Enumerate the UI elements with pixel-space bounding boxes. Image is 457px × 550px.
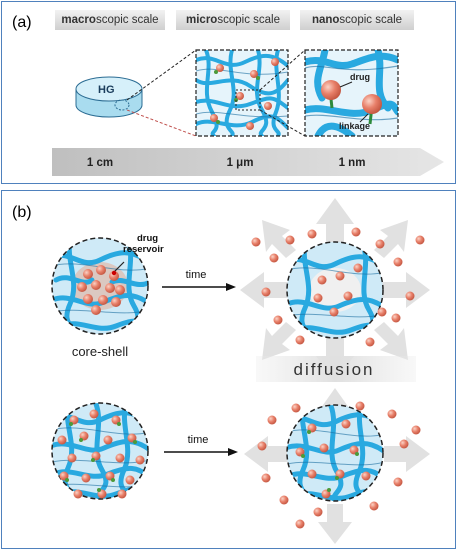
zoom-line-top [126, 49, 197, 101]
nanoscopic-scale-header: nanoscopic scale [300, 10, 414, 30]
axis-tick-1cm: 1 cm [87, 157, 113, 169]
core-shell-gel-initial [51, 237, 149, 335]
released-drug-particles-top [251, 227, 425, 347]
hydrogel-disc: HG [75, 76, 143, 118]
micro-zoom-marker [235, 89, 261, 111]
matrix-gel-released [286, 404, 384, 502]
nanoscopic-box [304, 49, 399, 137]
diffusion-label: diffusion [293, 360, 374, 379]
scale-axis-arrow [52, 148, 444, 176]
microscopic-box [195, 49, 289, 137]
time-label-top: time [186, 269, 207, 281]
macroscopic-scale-header: macroscopic scale [55, 10, 165, 30]
axis-tick-1nm: 1 nm [339, 157, 366, 169]
zoom-line-micro-top [259, 49, 306, 91]
drug-reservoir-label-line2: reservoir [123, 244, 164, 255]
axis-tick-1um: 1 μm [227, 157, 254, 169]
drug-label: drug [350, 72, 370, 82]
core-shell-label: core-shell [72, 344, 128, 359]
nano-drug-ball-2 [362, 94, 382, 114]
released-drug-particles-bottom [257, 401, 421, 529]
panel-b-letter: (b) [12, 204, 32, 221]
hg-label: HG [98, 84, 115, 96]
time-label-bottom: time [188, 434, 209, 446]
matrix-gel-initial [51, 402, 149, 500]
microscopic-network [196, 50, 288, 136]
nanoscopic-view: drug linkage [305, 50, 398, 136]
zoom-line-micro-bottom [259, 109, 306, 137]
diffusion-band [256, 356, 416, 382]
drug-reservoir-label-line1: drug [137, 233, 158, 244]
zoom-region-marker [114, 99, 130, 111]
linkage-label: linkage [339, 121, 370, 131]
zoom-line-bottom [126, 109, 197, 137]
core-shell-gel-released [286, 241, 384, 339]
panel-a-letter: (a) [12, 14, 32, 31]
nano-drug-ball-1 [321, 80, 341, 100]
microscopic-scale-header: microscopic scale [176, 10, 290, 30]
